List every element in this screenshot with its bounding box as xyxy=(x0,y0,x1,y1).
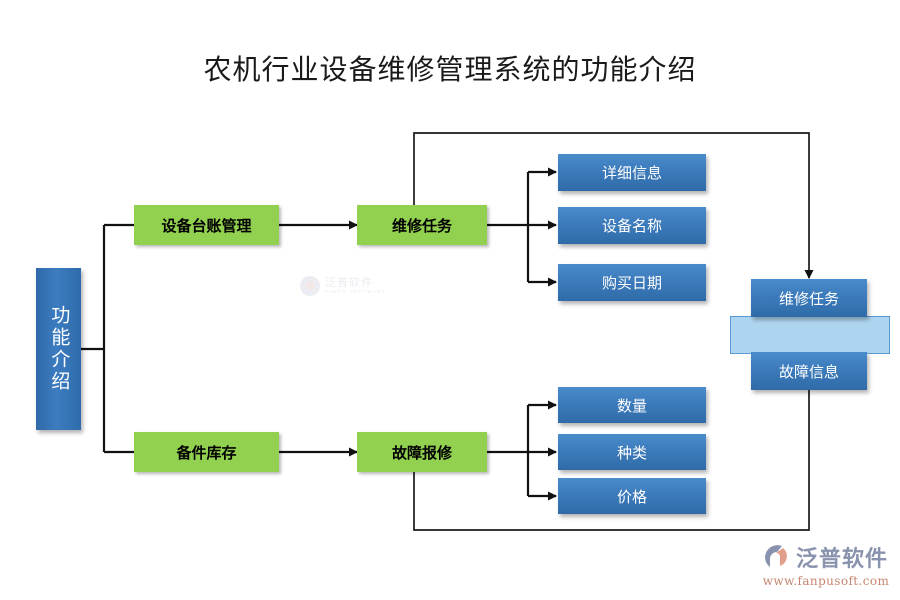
right-group-highlight xyxy=(730,316,890,354)
node-purchase-date[interactable]: 购买日期 xyxy=(558,264,706,301)
node-repair-task-right[interactable]: 维修任务 xyxy=(751,279,867,317)
node-equipment-name[interactable]: 设备名称 xyxy=(558,207,706,244)
brand-logo: 泛普软件 www.fanpusoft.com xyxy=(760,541,892,591)
center-watermark: 泛普软件 FANPU SOFTWARE xyxy=(300,268,410,304)
node-spare-parts-inventory[interactable]: 备件库存 xyxy=(134,432,279,472)
node-fault-info[interactable]: 故障信息 xyxy=(751,352,867,390)
watermark-subtext: FANPU SOFTWARE xyxy=(325,289,387,295)
watermark-text: 泛普软件 xyxy=(325,276,373,289)
node-quantity[interactable]: 数量 xyxy=(558,387,706,423)
logo-url: www.fanpusoft.com xyxy=(762,574,890,588)
node-detail-info[interactable]: 详细信息 xyxy=(558,154,706,191)
node-function-intro[interactable]: 功能介绍 xyxy=(36,268,81,430)
node-fault-report[interactable]: 故障报修 xyxy=(357,432,487,472)
watermark-logo-icon xyxy=(300,276,320,296)
fanpu-logo-icon xyxy=(760,542,790,572)
page-title: 农机行业设备维修管理系统的功能介绍 xyxy=(203,53,697,86)
node-category[interactable]: 种类 xyxy=(558,434,706,470)
node-repair-task[interactable]: 维修任务 xyxy=(357,205,487,245)
node-price[interactable]: 价格 xyxy=(558,478,706,514)
logo-name: 泛普软件 xyxy=(796,547,889,572)
node-equipment-ledger[interactable]: 设备台账管理 xyxy=(134,205,279,245)
